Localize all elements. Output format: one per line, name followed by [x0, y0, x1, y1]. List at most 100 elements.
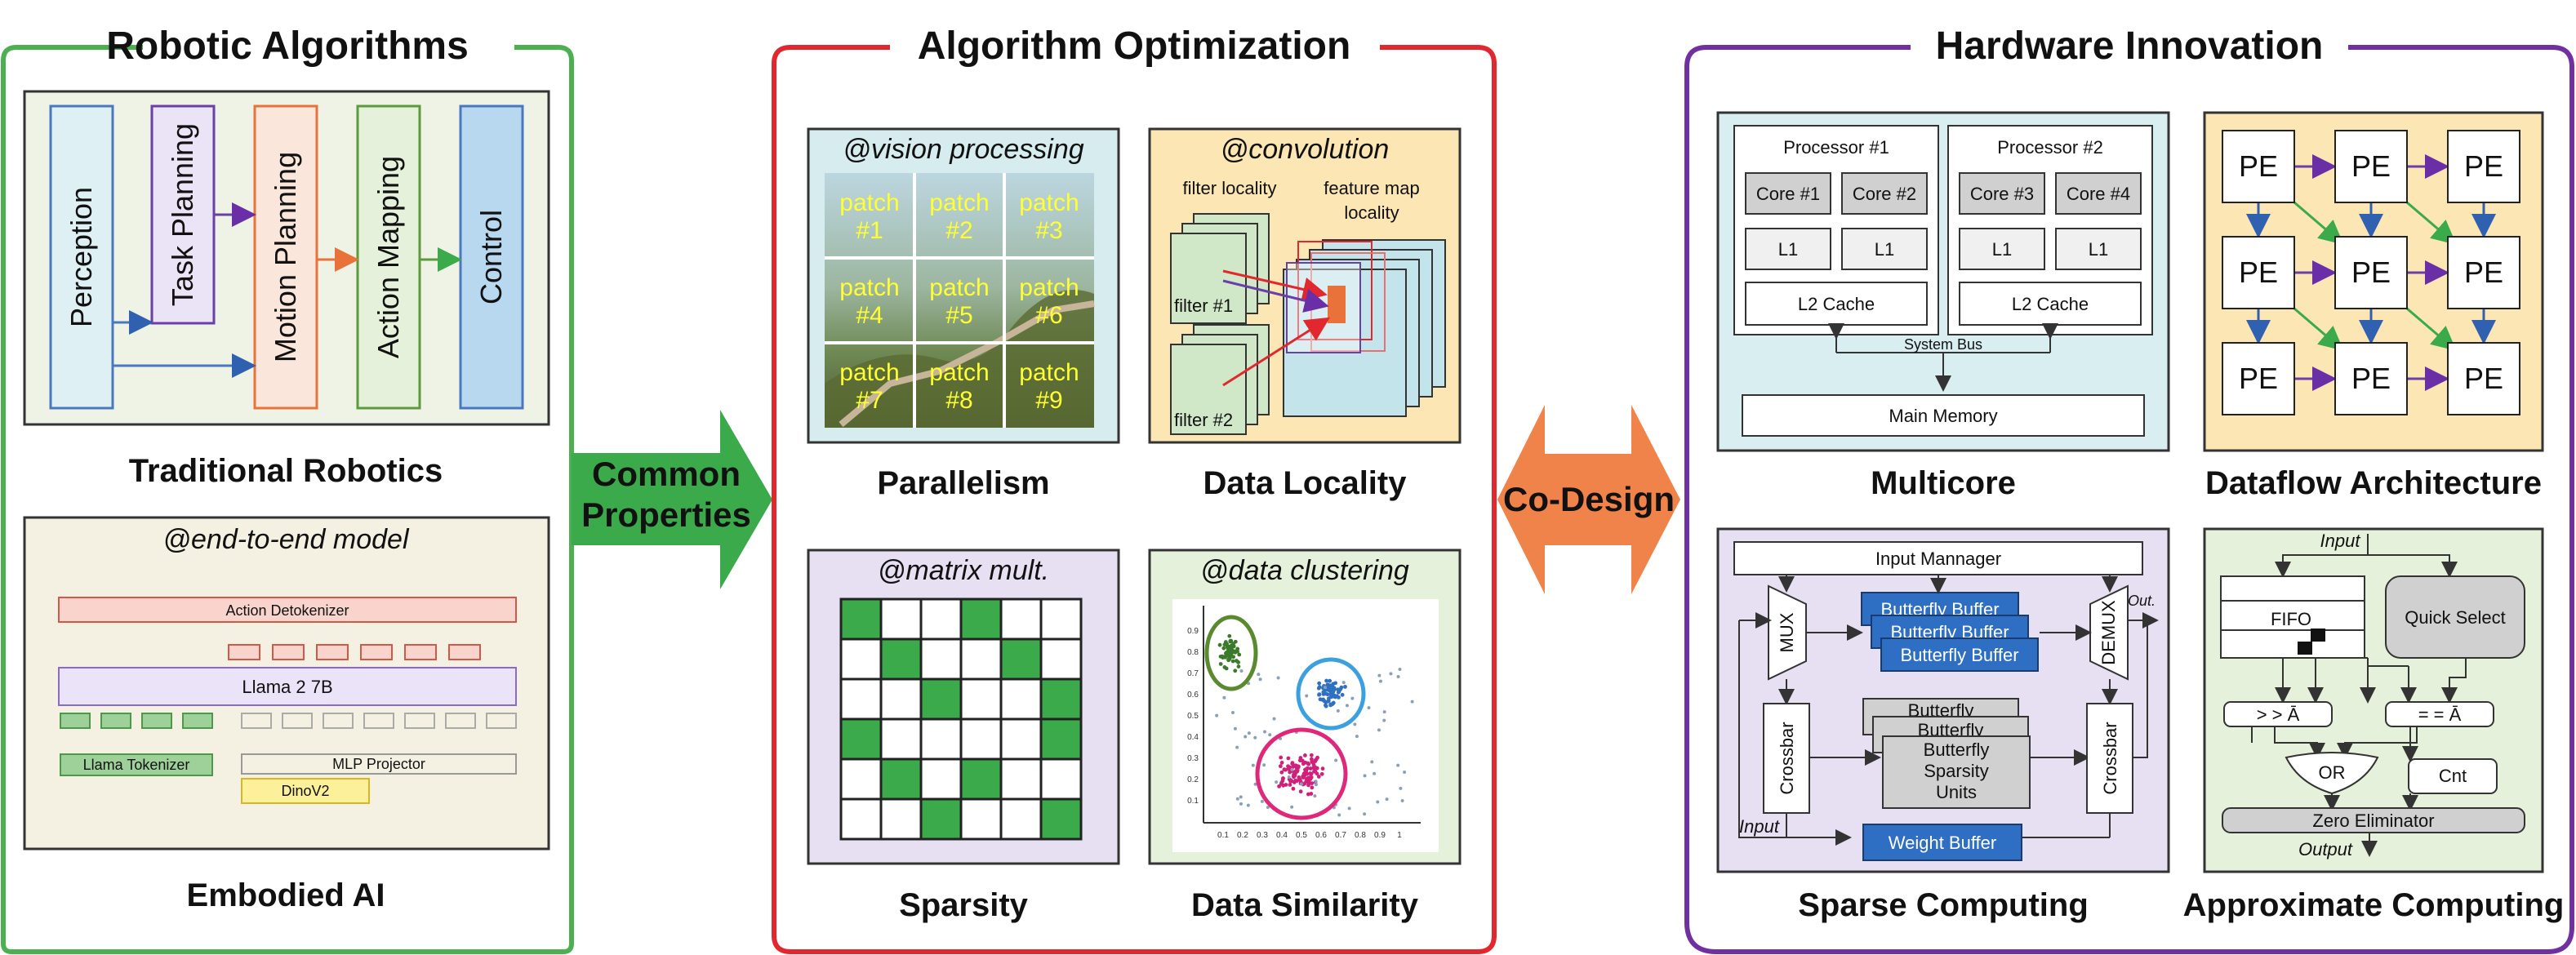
pe-label: PE — [2351, 149, 2391, 183]
patch-grid — [825, 173, 1094, 428]
y-tick-label: 0.9 — [1187, 627, 1199, 636]
nonzero-cell — [1039, 677, 1083, 721]
convolution-header: @convolution — [1221, 134, 1390, 165]
control-label: Control — [474, 210, 508, 304]
patch-label: patch — [839, 359, 899, 386]
zero-cell — [999, 797, 1043, 841]
zero-cell — [839, 797, 883, 841]
crossbar-right — [2086, 703, 2133, 814]
patch-number: #3 — [1035, 217, 1062, 244]
scatter-point — [1318, 697, 1323, 702]
patch-number: #8 — [945, 387, 972, 414]
nonzero-cell — [879, 637, 923, 681]
action-detokenizer-block — [58, 597, 517, 623]
pe-diagonal-link — [2406, 201, 2457, 245]
nonzero-cell — [959, 597, 1003, 641]
scatter-point — [1340, 692, 1345, 697]
patch-label: patch — [839, 274, 899, 301]
patch-label: patch — [1019, 189, 1079, 216]
patch-number: #9 — [1035, 387, 1062, 414]
scatter-point — [1336, 708, 1340, 713]
algorithm-optimization-panel: Algorithm Optimization @vision processin… — [772, 24, 1497, 954]
scatter-point — [1223, 640, 1228, 644]
approximate-computing-label: Approximate Computing — [2183, 887, 2565, 923]
pe-diagonal-link — [2293, 307, 2344, 351]
scatter-point — [1277, 784, 1282, 788]
scatter-point — [1225, 650, 1230, 655]
scatter-point — [1235, 745, 1239, 749]
sparse-input-label: Input — [1739, 816, 1780, 837]
patch-label: patch — [1019, 274, 1079, 301]
scatter-point — [1310, 785, 1315, 790]
dinov2-label: DinoV2 — [281, 783, 329, 799]
scatter-point — [1324, 704, 1328, 708]
scatter-point — [1309, 792, 1314, 796]
scatter-point — [1246, 803, 1250, 807]
scatter-point — [1290, 762, 1295, 766]
multicore-label: Multicore — [1871, 465, 2016, 501]
pe-diagonal-link — [2293, 201, 2344, 245]
scatter-point — [1315, 755, 1319, 760]
blue-cluster-ring — [1296, 657, 1366, 731]
scatter-point — [1235, 797, 1239, 801]
quick-select-label: Quick Select — [2405, 607, 2506, 628]
scatter-point — [1296, 765, 1301, 770]
core-1-label: Core #1 — [1756, 184, 1820, 204]
approx-wires — [2251, 534, 2467, 857]
scatter-point — [1239, 668, 1244, 673]
scatter-point — [1367, 706, 1371, 710]
scatter-point — [1244, 735, 1248, 739]
common-properties-arrow: Common Properties — [572, 410, 772, 589]
or-gate — [2285, 752, 2379, 795]
mux-label: MUX — [1777, 612, 1797, 652]
nonzero-cell — [879, 757, 923, 801]
scatter-point — [1299, 782, 1303, 786]
scatter-point — [1363, 774, 1367, 778]
scatter-point — [1301, 775, 1306, 780]
scatter-point — [1307, 780, 1312, 785]
scatter-point — [1382, 718, 1386, 722]
data-clustering-header: @data clustering — [1200, 555, 1409, 586]
scatter-point — [1389, 672, 1393, 676]
crossbar-right-label: Crossbar — [2100, 722, 2120, 794]
x-tick-label: 0.9 — [1374, 831, 1386, 840]
scatter-point — [1314, 783, 1318, 787]
scatter-point — [1233, 726, 1237, 731]
zero-cell — [839, 637, 883, 681]
input-tokens — [60, 713, 517, 729]
scatter-point — [1319, 771, 1324, 776]
scatter-plot-area — [1172, 599, 1439, 852]
fifo-block — [2220, 575, 2365, 659]
scatter-point — [1308, 775, 1312, 780]
nonzero-cell — [959, 757, 1003, 801]
scatter-point — [1293, 778, 1298, 783]
filter-1-label: filter #1 — [1174, 295, 1233, 316]
patch-number: #7 — [856, 387, 883, 414]
patch-number: #1 — [856, 217, 883, 244]
scatter-point — [1311, 766, 1316, 771]
scatter-point — [1385, 797, 1389, 802]
pe-label: PE — [2464, 362, 2503, 395]
task-planning-block — [150, 104, 216, 325]
scatter-point — [1253, 782, 1257, 786]
processor-2: Processor #2 Core #3 Core #4 L1 L1 L2 Ca… — [1947, 125, 2153, 335]
patch-number: #2 — [945, 217, 972, 244]
crossbar-left — [1763, 703, 1810, 814]
action-detokenizer-label: Action Detokenizer — [225, 602, 349, 619]
scatter-point — [1314, 780, 1318, 784]
scatter-point — [1308, 766, 1313, 771]
scatter-point — [1263, 730, 1267, 734]
filter-2-label: filter #2 — [1174, 410, 1233, 430]
pe-label: PE — [2239, 362, 2278, 395]
pe-block — [2334, 236, 2408, 309]
l2-cache-label: L2 Cache — [2012, 294, 2089, 314]
scatter-point — [1291, 774, 1296, 779]
y-tick-label: 0.6 — [1187, 691, 1199, 700]
core-2-label: Core #2 — [1853, 184, 1916, 204]
action-mapping-block — [356, 104, 421, 410]
l1-label: L1 — [2089, 239, 2108, 260]
y-tick-label: 0.4 — [1187, 733, 1199, 742]
scatter-point — [1403, 770, 1407, 774]
patch-label: patch — [1019, 359, 1079, 386]
